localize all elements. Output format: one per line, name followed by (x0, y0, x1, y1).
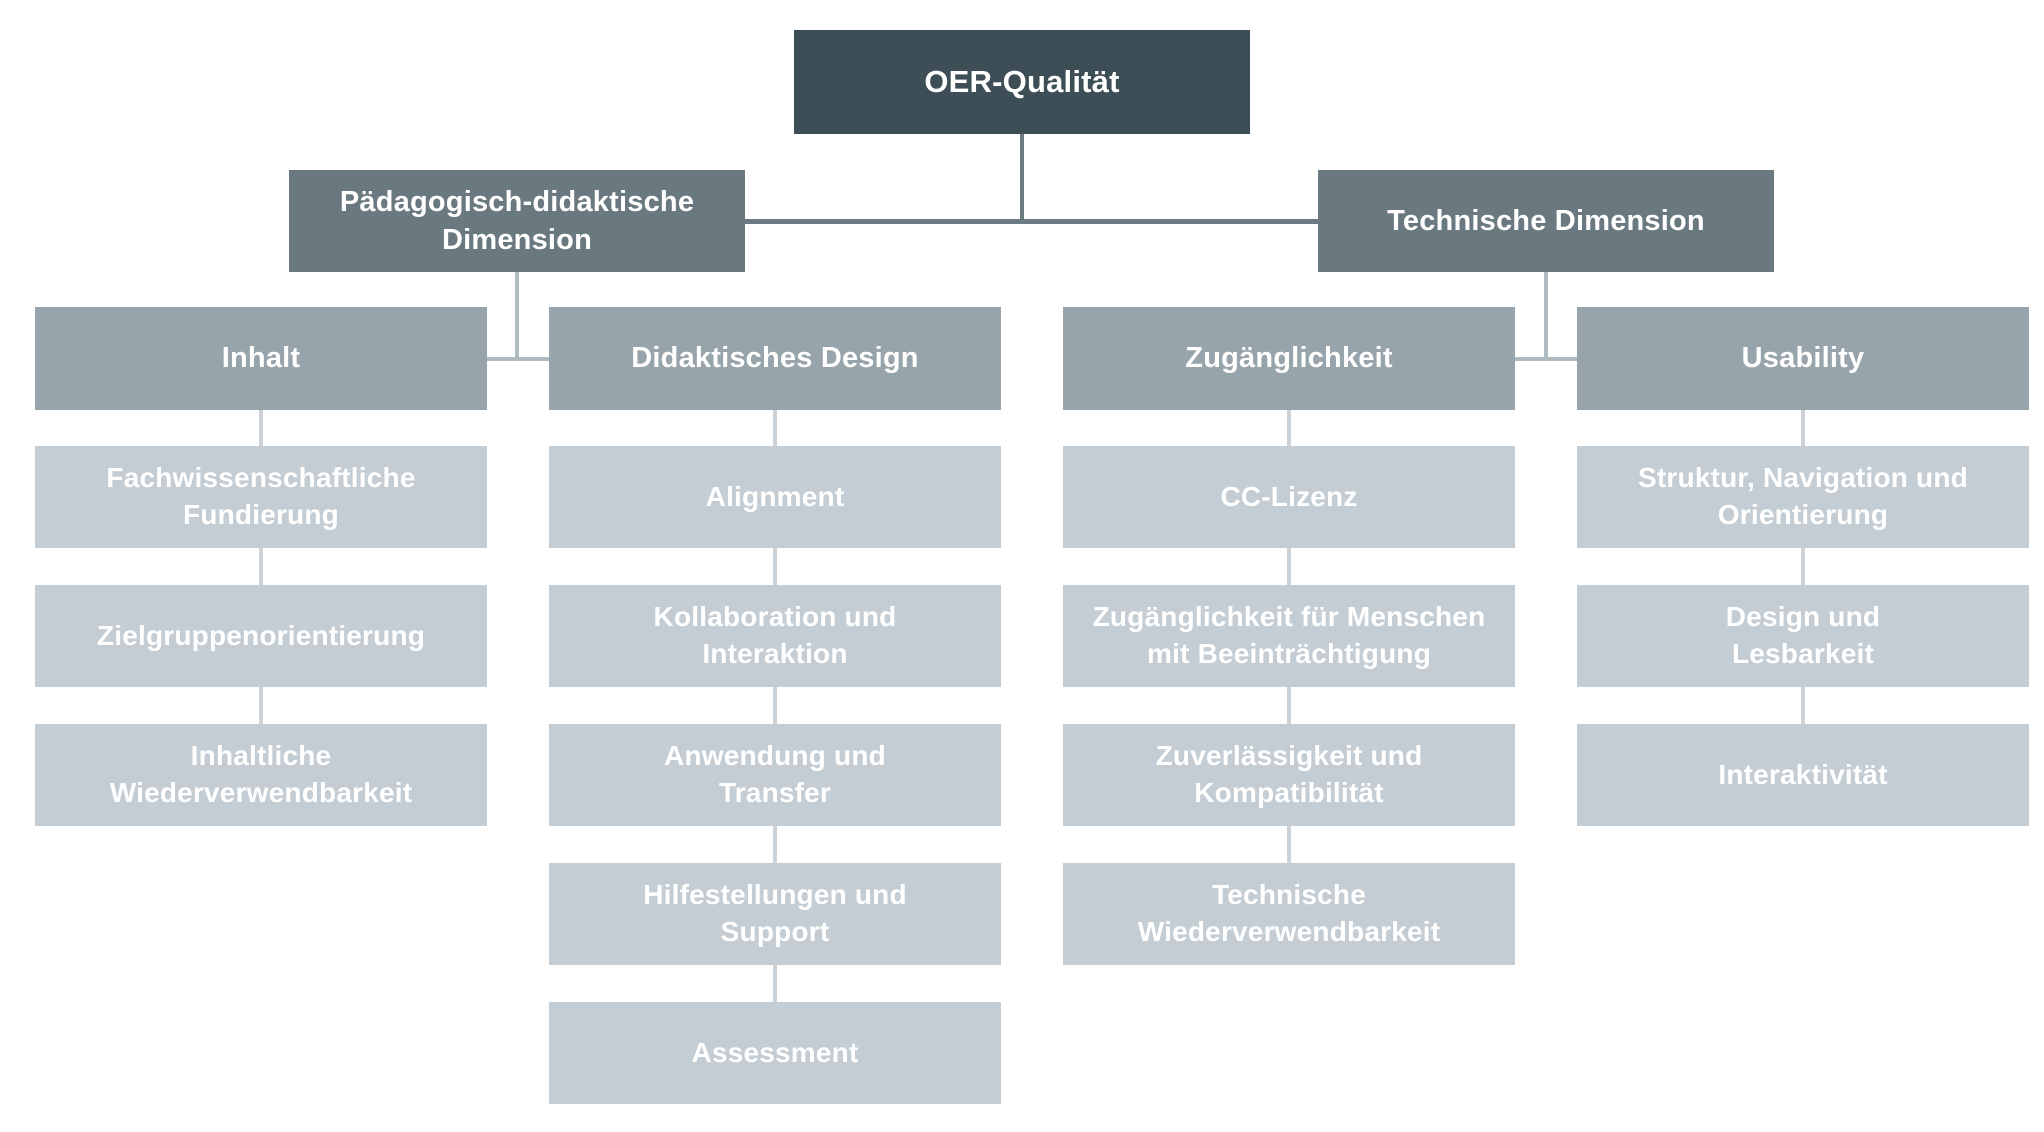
item-node-interaktivitaet: Interaktivität (1577, 724, 2029, 826)
item-node-assessment: Assessment (549, 1002, 1001, 1104)
category-node-zugaenglichkeit: Zugänglichkeit (1063, 307, 1515, 410)
connector-zugaenglichkeit-gap-3 (1287, 687, 1291, 724)
item-node-hilfestellungen-und-support: Hilfestellungen und Support (549, 863, 1001, 965)
connector-root-vertical (1020, 134, 1024, 222)
connector-zugaenglichkeit-gap-4 (1287, 826, 1291, 863)
item-node-fachwissenschaftliche-fundierung: Fachwissenschaftliche Fundierung (35, 446, 487, 548)
item-node-anwendung-und-transfer: Anwendung und Transfer (549, 724, 1001, 826)
connector-didaktisches-gap-2 (773, 548, 777, 585)
item-node-kollaboration-und-interaktion: Kollaboration und Interaktion (549, 585, 1001, 687)
item-node-inhaltliche-wiederverwendbarkeit: Inhaltliche Wiederverwendbarkeit (35, 724, 487, 826)
item-node-zugaenglichkeit-fuer-menschen: Zugänglichkeit für Menschen mit Beeinträ… (1063, 585, 1515, 687)
connector-usability-gap-2 (1801, 548, 1805, 585)
connector-dimension-technisch-stub (1515, 357, 1577, 361)
connector-didaktisches-gap-4 (773, 826, 777, 863)
item-node-zuverlaessigkeit-und-kompatibilitaet: Zuverlässigkeit und Kompatibilität (1063, 724, 1515, 826)
connector-dimension-paedagogisch-vertical (515, 272, 519, 359)
category-node-inhalt: Inhalt (35, 307, 487, 410)
dimension-node-technisch: Technische Dimension (1318, 170, 1774, 272)
connector-usability-gap-1 (1801, 410, 1805, 446)
dimension-node-paedagogisch-didaktisch: Pädagogisch-didaktische Dimension (289, 170, 745, 272)
connector-inhalt-gap-2 (259, 548, 263, 585)
item-node-technische-wiederverwendbarkeit: Technische Wiederverwendbarkeit (1063, 863, 1515, 965)
item-node-struktur-navigation-orientierung: Struktur, Navigation und Orientierung (1577, 446, 2029, 548)
connector-didaktisches-gap-1 (773, 410, 777, 446)
connector-didaktisches-gap-5 (773, 965, 777, 1002)
item-node-alignment: Alignment (549, 446, 1001, 548)
item-node-cc-lizenz: CC-Lizenz (1063, 446, 1515, 548)
connector-zugaenglichkeit-gap-2 (1287, 548, 1291, 585)
connector-didaktisches-gap-3 (773, 687, 777, 724)
connector-root-horizontal (745, 219, 1318, 224)
category-node-didaktisches-design: Didaktisches Design (549, 307, 1001, 410)
item-node-zielgruppenorientierung: Zielgruppenorientierung (35, 585, 487, 687)
root-node-oer-qualitaet: OER-Qualität (794, 30, 1250, 134)
connector-inhalt-gap-1 (259, 410, 263, 446)
connector-dimension-technisch-vertical (1544, 272, 1548, 359)
connector-usability-gap-3 (1801, 687, 1805, 724)
connector-zugaenglichkeit-gap-1 (1287, 410, 1291, 446)
item-node-design-und-lesbarkeit: Design und Lesbarkeit (1577, 585, 2029, 687)
category-node-usability: Usability (1577, 307, 2029, 410)
connector-inhalt-gap-3 (259, 687, 263, 724)
connector-dimension-paedagogisch-stub (487, 357, 549, 361)
